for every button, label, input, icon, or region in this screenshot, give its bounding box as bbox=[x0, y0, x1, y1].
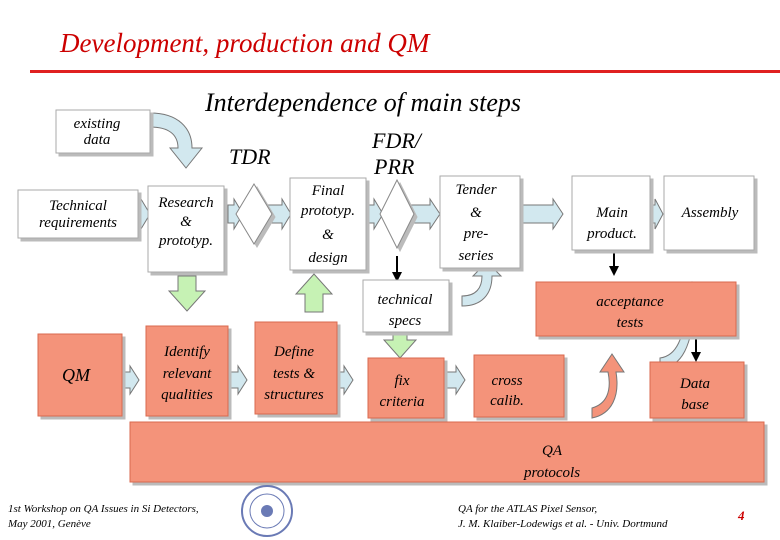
box-qa-protocols: QA protocols bbox=[129, 421, 765, 483]
arrow-fdr-to-tender bbox=[410, 197, 441, 231]
box-tender: Tender & pre- series bbox=[439, 175, 521, 269]
specs-line2: specs bbox=[389, 313, 422, 329]
database-line2: base bbox=[681, 397, 709, 413]
box-final-prototype: Final prototyp. & design bbox=[289, 177, 367, 271]
existing-data-line2: data bbox=[84, 132, 111, 148]
slide-title: Development, production and QM bbox=[59, 28, 431, 58]
acceptance-line2: tests bbox=[617, 315, 644, 331]
arrow-tender-to-main bbox=[521, 197, 564, 231]
tender-line1: Tender bbox=[455, 182, 496, 198]
milestone-tdr: TDR bbox=[229, 144, 271, 169]
footer-left-line2: May 2001, Genève bbox=[7, 518, 91, 530]
identify-line2: relevant bbox=[163, 366, 212, 382]
define-line1: Define bbox=[273, 344, 314, 360]
milestone-fdr: FDR/ bbox=[371, 128, 423, 153]
tender-line2: & bbox=[470, 205, 482, 221]
existing-data-line1: existing bbox=[74, 116, 121, 132]
curved-arrow-specs-to-tender bbox=[461, 261, 503, 307]
box-cross-calib: cross calib. bbox=[473, 354, 565, 418]
tech-req-line2: requirements bbox=[39, 215, 117, 231]
box-identify: Identify relevant qualities bbox=[145, 325, 229, 417]
assembly-label: Assembly bbox=[681, 205, 739, 221]
box-acceptance-tests: acceptance tests bbox=[535, 281, 737, 337]
research-line3: prototyp. bbox=[158, 233, 213, 249]
arrowhead-main-to-acceptance bbox=[609, 266, 619, 276]
box-fix-criteria: fix criteria bbox=[367, 357, 445, 419]
cross-line1: cross bbox=[491, 373, 522, 389]
box-qm: QM bbox=[37, 333, 123, 417]
box-research: Research & prototyp. bbox=[147, 185, 225, 273]
box-assembly: Assembly bbox=[663, 175, 755, 251]
arrow-qm-to-identify bbox=[121, 364, 140, 396]
acceptance-line1: acceptance bbox=[596, 294, 664, 310]
box-define: Define tests & structures bbox=[254, 321, 338, 415]
arrow-fix-to-cross bbox=[445, 364, 466, 396]
header-rule bbox=[30, 70, 780, 73]
arrow-define-to-final bbox=[294, 273, 334, 313]
fix-line2: criteria bbox=[380, 394, 425, 410]
arrow-define-to-fix bbox=[337, 364, 354, 396]
arrow-main-to-assembly bbox=[649, 198, 664, 230]
qa-protocols-line2: protocols bbox=[523, 465, 580, 481]
define-line3: structures bbox=[264, 387, 324, 403]
qa-protocols-line1: QA bbox=[542, 443, 563, 459]
box-main-product: Main product. bbox=[571, 175, 651, 251]
specs-line1: technical bbox=[378, 292, 433, 308]
define-line2: tests & bbox=[273, 366, 315, 382]
arrowhead-final-to-specs bbox=[392, 272, 402, 282]
fix-line1: fix bbox=[395, 373, 410, 389]
identify-line3: qualities bbox=[161, 387, 213, 403]
cross-line2: calib. bbox=[490, 393, 524, 409]
curved-arrow-existing-to-research bbox=[149, 112, 204, 169]
curved-arrow-protocols-to-cross bbox=[591, 353, 625, 419]
arrow-tdr-to-final bbox=[265, 197, 292, 231]
arrow-specs-to-fix bbox=[382, 331, 418, 359]
footer-left-line1: 1st Workshop on QA Issues in Si Detector… bbox=[8, 503, 199, 515]
arrow-identify-to-define bbox=[228, 364, 248, 396]
final-line4: design bbox=[308, 250, 347, 266]
arrow-final-to-fdr bbox=[367, 197, 384, 231]
research-line1: Research bbox=[157, 195, 213, 211]
final-line3: & bbox=[322, 227, 334, 243]
final-line2: prototyp. bbox=[300, 203, 355, 219]
milestone-prr: PRR bbox=[373, 154, 415, 179]
main-product-line2: product. bbox=[586, 226, 637, 242]
box-technical-specs: technical specs bbox=[362, 279, 450, 333]
fdr-diamond bbox=[379, 178, 415, 250]
tdr-diamond bbox=[235, 183, 273, 245]
main-product-line1: Main bbox=[595, 205, 628, 221]
final-line1: Final bbox=[311, 183, 345, 199]
tech-req-line1: Technical bbox=[49, 198, 107, 214]
page-number: 4 bbox=[737, 508, 745, 523]
box-database: Data base bbox=[649, 361, 745, 419]
arrow-research-to-identify bbox=[167, 275, 207, 312]
qm-label: QM bbox=[62, 365, 91, 385]
tender-line3: pre- bbox=[463, 226, 488, 242]
box-existing-data: existing data bbox=[55, 109, 151, 154]
research-line2: & bbox=[180, 214, 192, 230]
database-line1: Data bbox=[679, 376, 710, 392]
institute-seal-logo bbox=[241, 485, 293, 537]
identify-line1: Identify bbox=[163, 344, 210, 360]
tender-line4: series bbox=[459, 248, 494, 264]
footer-right-line2: J. M. Klaiber-Lodewigs et al. - Univ. Do… bbox=[458, 518, 668, 530]
footer-right-line1: QA for the ATLAS Pixel Sensor, bbox=[458, 503, 597, 515]
arrowhead-acceptance-to-database bbox=[691, 352, 701, 362]
diagram-subtitle: Interdependence of main steps bbox=[204, 88, 521, 117]
box-technical-requirements: Technical requirements bbox=[17, 189, 139, 239]
